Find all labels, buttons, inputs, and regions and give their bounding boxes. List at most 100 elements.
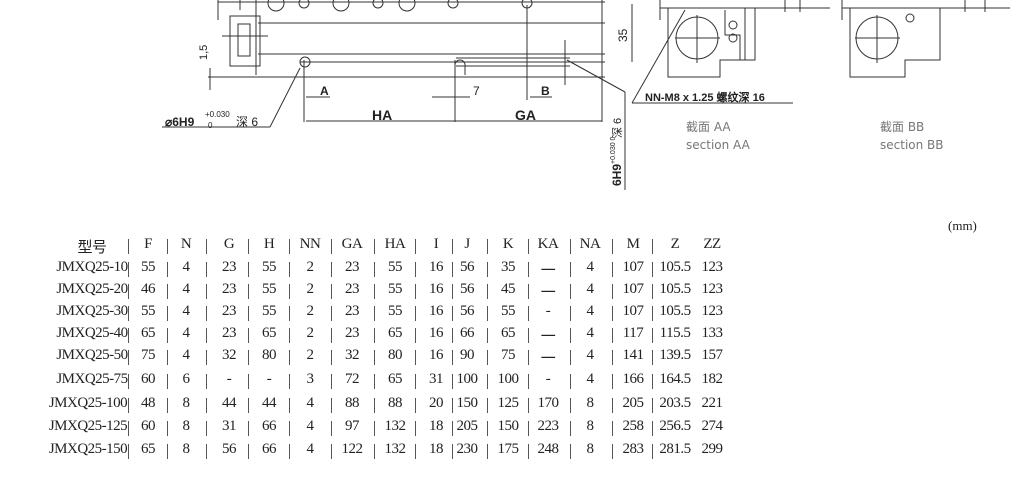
row-model: JMXQ25-50 — [56, 347, 128, 363]
table-cell: 8 — [586, 418, 595, 434]
table-cell: - — [545, 303, 551, 319]
column-separator — [487, 444, 488, 459]
table-cell: 35 — [501, 259, 516, 275]
section-bb-cn: 截面 BB — [880, 120, 924, 134]
table-cell: 141 — [622, 347, 645, 363]
table-cell: 一 — [540, 263, 556, 279]
column-separator — [289, 421, 290, 436]
thread-note: NN-M8 x 1.25 螺纹深 16 — [645, 90, 765, 104]
column-separator — [331, 350, 332, 365]
column-separator — [331, 306, 332, 321]
column-separator — [452, 374, 453, 389]
table-cell: 56 — [460, 303, 475, 319]
column-separator — [248, 421, 249, 436]
header-i: I — [433, 236, 439, 252]
header-nn: NN — [299, 236, 321, 252]
table-cell: 4 — [586, 259, 595, 275]
column-separator — [487, 350, 488, 365]
header-ga: GA — [341, 236, 363, 252]
column-separator — [248, 398, 249, 413]
column-separator — [206, 328, 207, 343]
column-separator — [289, 306, 290, 321]
header-zz: ZZ — [703, 236, 721, 252]
table-cell: 283 — [622, 441, 645, 457]
column-separator — [374, 239, 375, 254]
table-cell: 248 — [537, 441, 560, 457]
column-separator — [652, 284, 653, 299]
column-separator — [415, 284, 416, 299]
column-separator — [248, 374, 249, 389]
column-separator — [248, 444, 249, 459]
technical-drawing: 1,5 35 A HA 7 B GA ⌀6H9 +0.030 0 深 6 6H9… — [162, 0, 1010, 190]
column-separator — [528, 284, 529, 299]
table-cell: 205 — [622, 395, 645, 411]
column-separator — [374, 350, 375, 365]
table-cell: 31 — [222, 418, 237, 434]
section-bb-view — [841, 0, 1010, 78]
column-separator — [167, 444, 168, 459]
table-cell: 55 — [388, 281, 403, 297]
column-separator — [331, 398, 332, 413]
table-cell: 8 — [586, 441, 595, 457]
column-separator — [570, 262, 571, 277]
table-cell: 117 — [622, 325, 644, 341]
header-g: G — [223, 236, 235, 252]
column-separator — [206, 444, 207, 459]
table-cell: - — [226, 371, 232, 387]
column-separator — [167, 262, 168, 277]
column-separator — [570, 421, 571, 436]
column-separator — [415, 421, 416, 436]
table-cell: 23 — [222, 281, 237, 297]
column-separator — [206, 350, 207, 365]
column-separator — [167, 374, 168, 389]
column-separator — [248, 262, 249, 277]
table-cell: 170 — [537, 395, 560, 411]
table-cell: 66 — [460, 325, 475, 341]
table-cell: 60 — [141, 418, 156, 434]
column-separator — [415, 262, 416, 277]
column-separator — [206, 239, 207, 254]
column-separator — [415, 374, 416, 389]
column-separator — [331, 328, 332, 343]
column-separator — [128, 284, 129, 299]
column-separator — [415, 239, 416, 254]
table-cell: 88 — [388, 395, 403, 411]
table-cell: 66 — [262, 418, 277, 434]
table-cell: 4 — [586, 347, 595, 363]
column-separator — [374, 444, 375, 459]
table-cell: 23 — [345, 303, 360, 319]
row-model: JMXQ25-30 — [56, 303, 128, 319]
table-cell: 55 — [141, 259, 156, 275]
table-cell: 123 — [701, 303, 724, 319]
hole-left-tol-upper: +0.030 — [205, 110, 230, 119]
column-separator — [331, 262, 332, 277]
table-cell: 66 — [262, 441, 277, 457]
column-separator — [528, 328, 529, 343]
section-aa-view — [631, 0, 830, 104]
table-cell: 4 — [306, 441, 315, 457]
column-separator — [415, 444, 416, 459]
table-cell: 23 — [222, 259, 237, 275]
table-cell: 258 — [622, 418, 645, 434]
table-cell: 8 — [586, 395, 595, 411]
column-separator — [248, 328, 249, 343]
header-f: F — [144, 236, 152, 252]
table-cell: 97 — [345, 418, 360, 434]
table-cell: 16 — [429, 281, 444, 297]
table-cell: 203.5 — [659, 395, 691, 411]
table-cell: 105.5 — [659, 303, 691, 319]
table-cell: 281.5 — [659, 441, 691, 457]
table-cell: 125 — [497, 395, 520, 411]
column-separator — [167, 306, 168, 321]
column-separator — [528, 444, 529, 459]
table-cell: 65 — [141, 325, 156, 341]
column-separator — [206, 374, 207, 389]
table-cell: 115.5 — [659, 325, 691, 341]
label-b: B — [541, 84, 550, 98]
column-separator — [570, 284, 571, 299]
section-aa-en: section AA — [686, 138, 751, 152]
table-cell: 65 — [501, 325, 516, 341]
column-separator — [128, 239, 129, 254]
table-cell: 31 — [429, 371, 444, 387]
column-separator — [570, 374, 571, 389]
